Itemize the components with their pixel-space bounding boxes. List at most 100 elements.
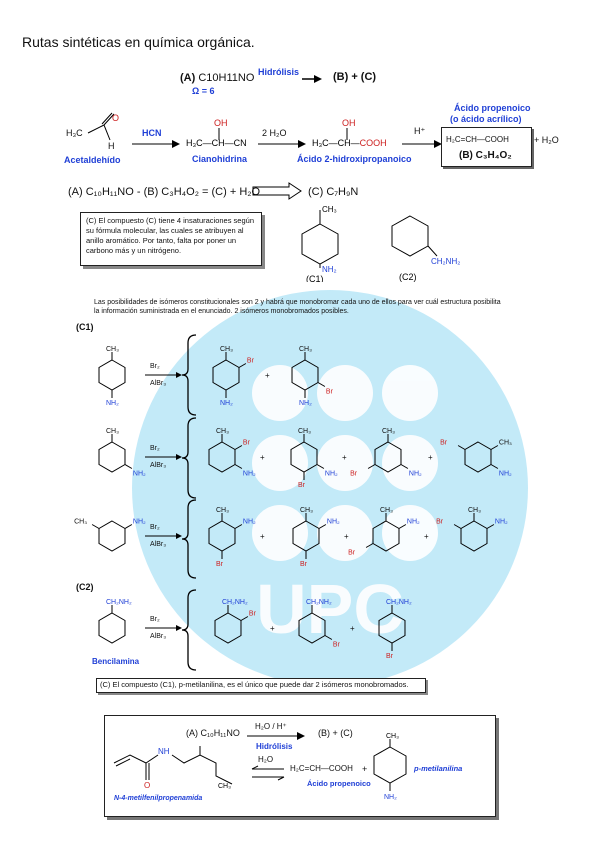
row2-plus: + [428, 453, 433, 462]
svg-text:OH: OH [342, 118, 356, 128]
row1-p1-ring [212, 359, 240, 391]
balance-equation: (A) C₁₀H₁₁NO - (B) C₃H₄O₂ = (C) + H₂O [68, 186, 261, 198]
row2-p4-bond [490, 464, 499, 469]
row2-reactant-ch3-label: CH₃ [106, 428, 119, 435]
row3-reagent-albr3: AlBr₃ [150, 541, 166, 548]
row2-p1-ch3-label: CH₃ [216, 428, 229, 435]
row4-reactant-ring [98, 612, 126, 644]
svg-text:CH₃: CH₃ [218, 783, 231, 790]
h-plus-reagent: H⁺ [414, 126, 426, 136]
svg-text:OH: OH [214, 118, 228, 128]
final-nh2: NH₂ [384, 794, 397, 801]
row3-reactant-bond [91, 524, 100, 529]
c-formula: (C) C₇H₉N [308, 186, 359, 198]
row4-reagent-albr3: AlBr₃ [150, 633, 166, 640]
row4-p2-ch2nh2-label: CH₂NH₂ [306, 599, 332, 606]
section-c2-label: (C2) [76, 582, 94, 592]
row1-p1-br-label: Br [247, 358, 255, 365]
top-products: (B) + (C) [333, 71, 377, 83]
propenoic-formula: H₂C=CH—COOH [446, 135, 509, 144]
row2-p1-nh2-label: NH₂ [243, 471, 256, 478]
row2-p4-bond [457, 445, 466, 450]
row1-p1-ch3-label: CH₃ [220, 346, 233, 353]
row4-p1-ch2nh2-label: CH₂NH₂ [222, 599, 248, 606]
row4-p2-bond [324, 635, 333, 640]
row1-p2-br-label: Br [326, 389, 334, 396]
hcn-reagent: HCN [142, 128, 162, 138]
row2-p2-br-label: Br [298, 482, 306, 489]
row2-plus: + [260, 453, 265, 462]
row4-p2-br-label: Br [333, 642, 341, 649]
row4-p2-ring [298, 612, 326, 644]
row3-p3-bond [398, 524, 407, 529]
c2-ch2nh2: CH₂NH₂ [431, 257, 460, 266]
row3-arrow-head [176, 533, 182, 539]
row1-arrow-head [176, 372, 182, 378]
svg-text:H₃C: H₃C [66, 128, 83, 138]
row2-p3-ring [374, 441, 402, 473]
row3-reactant-nh2-label: NH₂ [133, 519, 146, 526]
propenoic-name: Ácido propenoico [454, 103, 531, 113]
row4-reagent-br2: Br₂ [150, 616, 160, 623]
row3-p2-ch3-label: CH₃ [300, 507, 313, 514]
row1-p2-ch3-label: CH₃ [299, 346, 312, 353]
final-propenoic-name: Ácido propenoico [307, 779, 371, 788]
svg-text:O: O [112, 113, 119, 123]
row2-p3-br-label: Br [350, 471, 358, 478]
final-aniline-name: p-metilanilina [414, 764, 463, 773]
row1-plus: + [265, 371, 270, 380]
row2-reagent-albr3: AlBr₃ [150, 462, 166, 469]
final-box [104, 715, 496, 817]
row3-p1-nh2-label: NH₂ [243, 519, 256, 526]
row4-plus: + [350, 624, 355, 633]
amide-structure: O NH CH₃ [113, 746, 233, 790]
c2-structure: CH₂NH₂ (C2) [391, 215, 460, 282]
row4-p3-br-label: Br [386, 653, 394, 660]
svg-text:H₃C—CH—COOH: H₃C—CH—COOH [312, 138, 387, 148]
c1-tag: (C1) [306, 274, 324, 282]
benzylamine-name: Bencilamina [92, 657, 140, 666]
p-methylaniline-structure: CH₃ NH₂ [373, 733, 407, 801]
row2-p4-bond [490, 445, 499, 450]
reverse-arrows [251, 765, 285, 781]
row3-p2-nh2-label: NH₂ [327, 519, 340, 526]
row1-p1-nh2-label: NH₂ [220, 400, 233, 407]
conclusion-text: (C) El compuesto (C1), p-metilanilina, e… [100, 680, 409, 689]
row1-reactant-ch3-label: CH₃ [106, 346, 119, 353]
row2-brace [181, 417, 197, 499]
row4-p3-ch2nh2-label: CH₂NH₂ [386, 599, 412, 606]
row1-p1-bond [238, 363, 247, 368]
water-reagent: 2 H₂O [262, 128, 287, 138]
row3-p3-ring [372, 520, 400, 552]
row2-p2-ring [290, 441, 318, 473]
hydroxy-acid-structure: OH H₃C—CH—COOH [312, 118, 387, 148]
row4-brace [181, 589, 197, 671]
row3-p4-ring [460, 520, 488, 552]
row4-reactant-ch2nh2-label: CH₂NH₂ [106, 599, 132, 606]
note-text: (C) El compuesto (C) tiene 4 insaturacio… [86, 216, 254, 255]
plus-water: + H₂O [534, 135, 559, 145]
row2-reactant-bond [124, 464, 133, 469]
upc-watermark: UPC [132, 290, 528, 686]
row1-p2-nh2-label: NH₂ [299, 400, 312, 407]
final-ch3: CH₃ [386, 733, 399, 740]
row3-p4-bond [453, 524, 462, 529]
row2-p4-br-label: Br [440, 440, 448, 447]
bromination-scheme: CH₃NH₂Br₂AlBr₃CH₃BrNH₂+CH₃BrNH₂CH₃NH₂Br₂… [74, 334, 512, 671]
top-arrow [302, 75, 322, 83]
row2-p2-nh2-label: NH₂ [325, 471, 338, 478]
isomers-text: Las posibilidades de isómeros constituci… [94, 299, 501, 315]
row3-plus: + [424, 532, 429, 541]
svg-text:NH: NH [158, 747, 170, 756]
top-reactant: (A) C10H11NO [180, 72, 254, 84]
svg-text:O: O [144, 781, 150, 790]
row3-reactant-ring [98, 520, 126, 552]
svg-text:H: H [108, 141, 115, 151]
c2-tag: (C2) [399, 272, 417, 282]
note-box: (C) El compuesto (C) tiene 4 insaturacio… [80, 212, 262, 266]
row4-p3-ring [378, 612, 406, 644]
row2-reagent-br2: Br₂ [150, 445, 160, 452]
row1-brace [181, 334, 197, 416]
row2-p4-ch3-label: CH₃ [499, 440, 512, 447]
row2-reactant-ring [98, 441, 126, 473]
